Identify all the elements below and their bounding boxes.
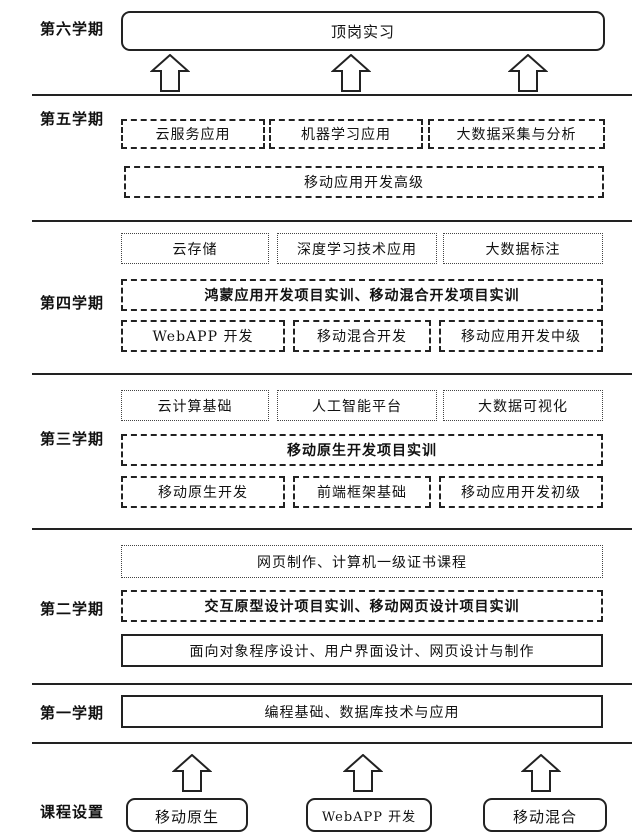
programming-db-box: 编程基础、数据库技术与应用 <box>121 695 603 728</box>
up-arrow-icon <box>331 54 371 92</box>
big-data-collect-box: 大数据采集与分析 <box>428 119 605 149</box>
cloud-service-box: 云服务应用 <box>121 119 265 149</box>
web-cert-box: 网页制作、计算机一级证书课程 <box>121 545 603 578</box>
prototype-training-box: 交互原型设计项目实训、移动网页设计项目实训 <box>121 590 603 622</box>
big-data-label-box: 大数据标注 <box>443 233 603 264</box>
up-arrow-icon <box>150 54 190 92</box>
divider <box>32 528 632 530</box>
semester-label-6: 第六学期 <box>40 20 105 38</box>
machine-learning-box: 机器学习应用 <box>269 119 423 149</box>
mobile-advanced-box: 移动应用开发高级 <box>124 166 604 198</box>
native-dev-box: 移动原生开发 <box>121 476 285 508</box>
deep-learning-box: 深度学习技术应用 <box>277 233 437 264</box>
up-arrow-icon <box>521 754 561 792</box>
semester-label-2: 第二学期 <box>40 600 105 618</box>
hongmeng-training-box: 鸿蒙应用开发项目实训、移动混合开发项目实训 <box>121 279 603 311</box>
divider <box>32 683 632 685</box>
cloud-computing-box: 云计算基础 <box>121 390 269 421</box>
oop-ui-web-box: 面向对象程序设计、用户界面设计、网页设计与制作 <box>121 634 603 667</box>
internship-box: 顶岗实习 <box>121 11 605 51</box>
track-native-box: 移动原生 <box>126 798 248 832</box>
cloud-storage-box: 云存储 <box>121 233 269 264</box>
webapp-dev-box: WebAPP 开发 <box>121 320 285 352</box>
up-arrow-icon <box>172 754 212 792</box>
courses-label: 课程设置 <box>40 803 105 821</box>
native-training-box: 移动原生开发项目实训 <box>121 434 603 466</box>
divider <box>32 94 632 96</box>
divider <box>32 220 632 222</box>
semester-label-1: 第一学期 <box>40 704 105 722</box>
mobile-hybrid-box: 移动混合开发 <box>293 320 431 352</box>
ai-platform-box: 人工智能平台 <box>277 390 437 421</box>
semester-label-4: 第四学期 <box>40 294 105 312</box>
divider <box>32 373 632 375</box>
mobile-intermediate-box: 移动应用开发中级 <box>439 320 603 352</box>
mobile-beginner-box: 移动应用开发初级 <box>439 476 603 508</box>
track-webapp-box: WebAPP 开发 <box>306 798 432 832</box>
semester-label-3: 第三学期 <box>40 430 105 448</box>
track-hybrid-box: 移动混合 <box>483 798 607 832</box>
semester-label-5: 第五学期 <box>40 110 105 128</box>
up-arrow-icon <box>508 54 548 92</box>
big-data-vis-box: 大数据可视化 <box>443 390 603 421</box>
frontend-framework-box: 前端框架基础 <box>293 476 431 508</box>
up-arrow-icon <box>343 754 383 792</box>
divider <box>32 742 632 744</box>
